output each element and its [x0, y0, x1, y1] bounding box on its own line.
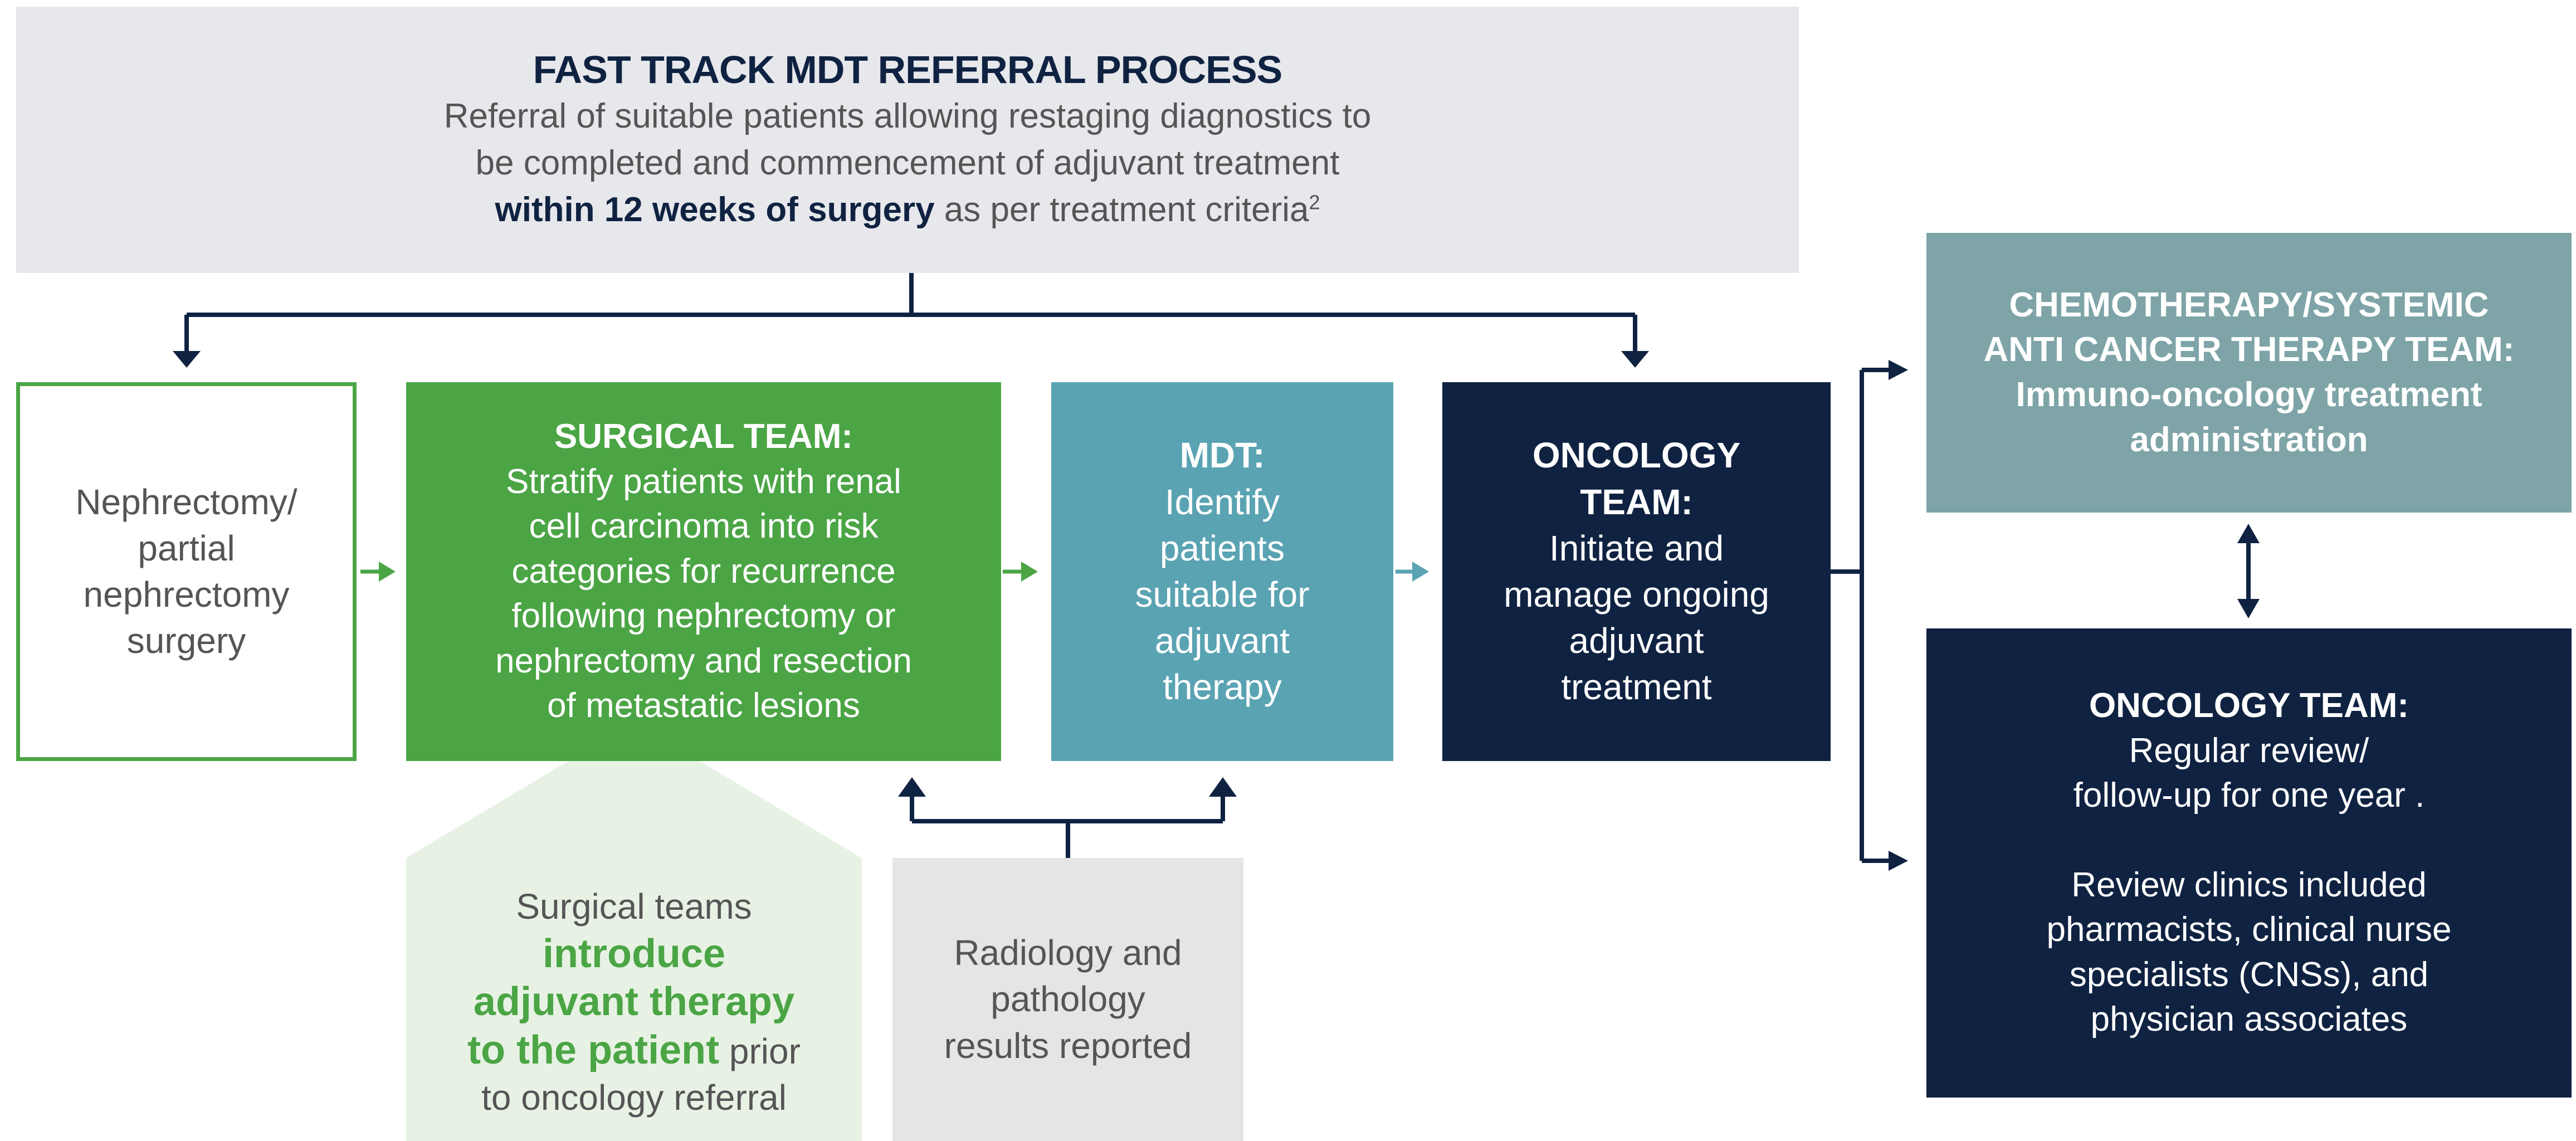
- mdt-line: therapy: [1163, 667, 1282, 708]
- chemotherapy-team-box: CHEMOTHERAPY/SYSTEMIC ANTI CANCER THERAP…: [1926, 233, 2572, 513]
- surgical-line: Stratify patients with renal: [506, 462, 901, 501]
- surgical-callout-connector: [406, 761, 862, 858]
- surgical-line: cell carcinoma into risk: [529, 507, 879, 546]
- nephrectomy-line: surgery: [126, 621, 246, 661]
- surgical-line: following nephrectomy or: [511, 597, 896, 636]
- header-line-3-bold: within 12 weeks of surgery: [495, 190, 935, 229]
- nephrectomy-line: Nephrectomy/: [75, 481, 297, 522]
- surgical-line: categories for recurrence: [511, 552, 896, 591]
- surgical-intro-prior: prior: [719, 1031, 801, 1071]
- chemo-line: administration: [2130, 420, 2368, 459]
- header-split-arrows: [184, 273, 1637, 357]
- oncology-team-box: ONCOLOGY TEAM: Initiate and manage ongoi…: [1442, 382, 1831, 761]
- header-line-2: be completed and commencement of adjuvan…: [475, 144, 1340, 183]
- review-clinics-line: specialists (CNSs), and: [2069, 955, 2429, 994]
- oncology-line: Initiate and: [1549, 528, 1724, 568]
- review-clinics-line: physician associates: [2090, 1000, 2408, 1039]
- surgical-intro-mixed: to the patient prior: [467, 1026, 801, 1075]
- oncology-title-line: TEAM:: [1580, 481, 1693, 522]
- review-clinics-line: pharmacists, clinical nurse: [2046, 910, 2452, 949]
- radiology-box: Radiology and pathology results reported: [892, 858, 1243, 1141]
- surgical-intro-line: to oncology referral: [481, 1077, 787, 1118]
- oncology-followup-line: follow-up for one year .: [2073, 776, 2425, 815]
- header-title: FAST TRACK MDT REFERRAL PROCESS: [533, 48, 1282, 92]
- flow-arrow-1: [360, 562, 396, 582]
- flow-arrow-2: [1003, 562, 1038, 582]
- mdt-line: suitable for: [1135, 574, 1310, 615]
- radiology-arrows: [910, 791, 1225, 858]
- oncology-followup-title: ONCOLOGY TEAM:: [2089, 686, 2409, 725]
- surgical-intro-green: to the patient: [467, 1027, 720, 1072]
- oncology-followup-box: ONCOLOGY TEAM: Regular review/ follow-up…: [1926, 628, 2572, 1098]
- surgical-team-box: SURGICAL TEAM: Stratify patients with re…: [406, 382, 1001, 761]
- oncology-followup-line: Regular review/: [2129, 731, 2369, 770]
- flow-arrow-3: [1396, 562, 1429, 582]
- radiology-line: Radiology and: [954, 933, 1182, 973]
- nephrectomy-line: nephrectomy: [83, 574, 290, 615]
- chemo-line: ANTI CANCER THERAPY TEAM:: [1983, 330, 2515, 369]
- mdt-line: Identify: [1164, 481, 1280, 522]
- surgical-intro-box: Surgical teams introduce adjuvant therap…: [406, 858, 862, 1141]
- surgical-intro-green: adjuvant therapy: [473, 979, 795, 1025]
- surgical-line: nephrectomy and resection: [495, 641, 912, 680]
- header-line-3-rest: as per treatment criteria: [934, 190, 1309, 229]
- oncology-line: adjuvant: [1569, 621, 1704, 661]
- surgical-intro-green: introduce: [542, 932, 725, 977]
- header-banner: FAST TRACK MDT REFERRAL PROCESS Referral…: [16, 7, 1799, 273]
- oncology-line: treatment: [1561, 667, 1712, 708]
- oncology-title-line: ONCOLOGY: [1532, 435, 1741, 476]
- mdt-title: MDT:: [1179, 435, 1265, 476]
- surgical-intro-line: Surgical teams: [516, 886, 752, 927]
- mdt-line: adjuvant: [1155, 621, 1290, 661]
- surgical-line: of metastatic lesions: [547, 686, 860, 725]
- radiology-line: pathology: [991, 979, 1145, 1020]
- surgical-team-title: SURGICAL TEAM:: [554, 417, 853, 456]
- header-footnote: 2: [1309, 191, 1320, 214]
- nephrectomy-box: Nephrectomy/ partial nephrectomy surgery: [16, 382, 357, 761]
- oncology-branch: [1831, 368, 1894, 863]
- review-clinics-line: Review clinics included: [2071, 865, 2427, 904]
- chemo-line: Immuno-oncology treatment: [2016, 376, 2482, 414]
- double-arrow: [2237, 524, 2260, 618]
- mdt-line: patients: [1159, 528, 1285, 568]
- header-line-3: within 12 weeks of surgery as per treatm…: [495, 187, 1320, 233]
- radiology-line: results reported: [944, 1025, 1192, 1066]
- oncology-line: manage ongoing: [1504, 574, 1769, 615]
- nephrectomy-line: partial: [138, 528, 235, 568]
- header-line-1: Referral of suitable patients allowing r…: [443, 97, 1372, 136]
- mdt-box: MDT: Identify patients suitable for adju…: [1051, 382, 1393, 761]
- chemo-line: CHEMOTHERAPY/SYSTEMIC: [2009, 285, 2489, 324]
